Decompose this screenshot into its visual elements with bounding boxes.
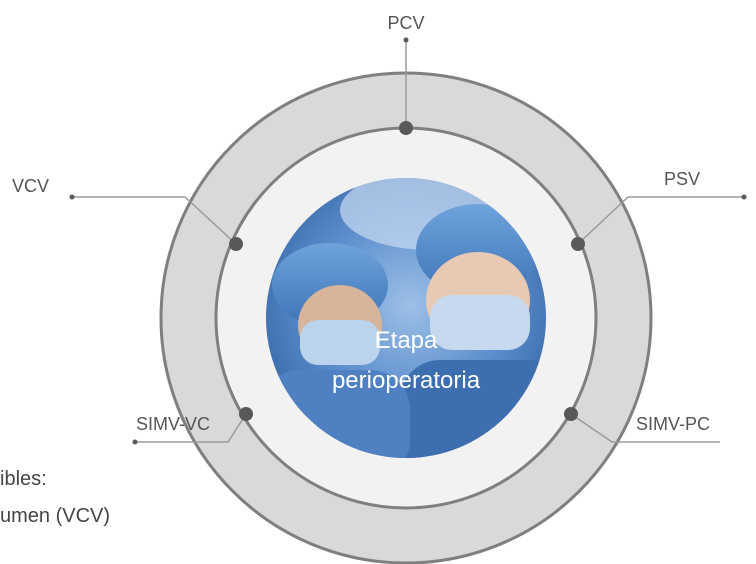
- label-simv-pc: SIMV-PC: [636, 414, 710, 434]
- end-dot-simv-vc: [133, 440, 138, 445]
- center-title-line2: perioperatoria: [332, 367, 481, 394]
- node-dot-simv-vc: [239, 407, 253, 421]
- node-dot-vcv: [229, 237, 243, 251]
- end-dot-pcv: [404, 38, 409, 43]
- center-title-line1: Etapa: [375, 327, 438, 354]
- label-psv: PSV: [664, 169, 700, 189]
- node-dot-simv-pc: [564, 407, 578, 421]
- end-dot-psv: [742, 195, 747, 200]
- body-text-line2: umen (VCV): [0, 505, 110, 528]
- label-vcv: VCV: [12, 176, 49, 196]
- node-dot-pcv: [399, 121, 413, 135]
- node-dot-psv: [571, 237, 585, 251]
- label-simv-vc: SIMV-VC: [136, 414, 210, 434]
- end-dot-vcv: [70, 195, 75, 200]
- label-pcv: PCV: [387, 13, 424, 33]
- body-text-line1: ibles:: [0, 468, 47, 491]
